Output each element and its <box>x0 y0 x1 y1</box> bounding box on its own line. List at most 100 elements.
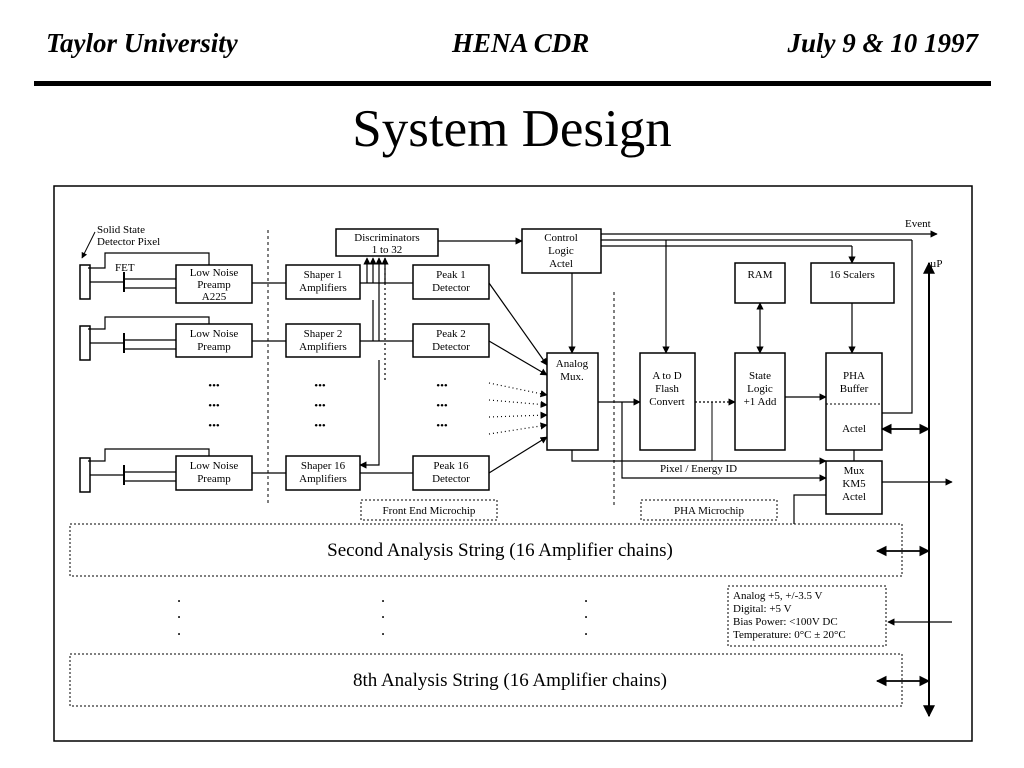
preamp-1-line2: Preamp <box>197 279 231 291</box>
state-logic-line1: State <box>749 370 771 382</box>
power-spec-analog: Analog +5, +/-3.5 V <box>733 590 823 602</box>
preamp-1-line3: A225 <box>202 291 227 303</box>
header-rule <box>34 81 991 86</box>
discriminators-line2: 1 to 32 <box>372 244 403 256</box>
vertical-ellipsis: • • • • • • • • • <box>178 597 588 639</box>
front-end-label-box <box>360 499 498 521</box>
pha-actel-label: Actel <box>842 423 866 435</box>
preamp-16-line2: Preamp <box>197 473 231 485</box>
state-logic-line3: +1 Add <box>744 396 777 408</box>
mux-km5-line3: Actel <box>842 491 866 503</box>
state-logic-line2: Logic <box>747 383 773 395</box>
scalers-label: 16 Scalers <box>829 269 875 281</box>
peak-16-line1: Peak 16 <box>433 460 469 472</box>
shaper-16-line2: Amplifiers <box>299 473 347 485</box>
peak-to-mux-lines <box>488 282 548 474</box>
header-institution: Taylor University <box>46 28 238 58</box>
mux-km5-line2: KM5 <box>842 478 866 490</box>
pha-buffer-box <box>825 352 883 451</box>
pixel-energy-line <box>571 450 827 465</box>
page-title: System Design <box>352 100 672 158</box>
analog-mux-line2: Mux. <box>560 371 584 383</box>
discriminator-feed-lines <box>359 257 389 469</box>
front-end-label: Front End Microchip <box>383 505 476 517</box>
adc-line3: Convert <box>649 396 684 408</box>
up-label: µP <box>930 258 942 270</box>
control-logic-line1: Control <box>544 232 578 244</box>
preamp-2-line2: Preamp <box>197 341 231 353</box>
ellipsis-shaper-3: ••• <box>314 420 326 432</box>
ellipsis-preamp-3: ••• <box>208 420 220 432</box>
detector-pointer-arrow <box>81 231 96 259</box>
detector-pixel-2 <box>79 325 91 361</box>
ellipsis-shaper-2: ••• <box>314 400 326 412</box>
pha-microchip-label: PHA Microchip <box>674 505 744 517</box>
pha-buffer-line2: Buffer <box>840 383 869 395</box>
pha-microchip-label-box <box>640 499 778 521</box>
mux-km5-to-string <box>793 494 826 524</box>
shaper-1-line1: Shaper 1 <box>304 269 343 281</box>
preamp-1-line1: Low Noise <box>190 267 239 279</box>
shaper-2-line2: Amplifiers <box>299 341 347 353</box>
analog-mux-line1: Analog <box>556 358 589 370</box>
control-logic-box <box>521 228 602 274</box>
power-spec-digital: Digital: +5 V <box>733 603 792 615</box>
peak-box-1 <box>412 264 490 300</box>
peak-16-line2: Detector <box>432 473 470 485</box>
control-logic-line2: Logic <box>548 245 574 257</box>
peak-box-2 <box>412 323 490 358</box>
vdot-3c: • <box>585 630 588 639</box>
header-date: July 9 & 10 1997 <box>787 28 978 58</box>
state-logic-box <box>734 352 786 451</box>
shaper-2-line1: Shaper 2 <box>304 328 343 340</box>
ellipsis-peak-1: ••• <box>436 380 448 392</box>
detector-label-line1: Solid State <box>97 224 145 236</box>
vdot-1a: • <box>178 597 181 606</box>
ram-label: RAM <box>747 269 772 281</box>
preamp-box-1 <box>175 264 253 304</box>
vdot-3b: • <box>585 613 588 622</box>
peak-1-line1: Peak 1 <box>436 269 466 281</box>
diagram-frame <box>53 185 973 742</box>
shaper-16-line1: Shaper 16 <box>301 460 346 472</box>
pixel-energy-label: Pixel / Energy ID <box>660 463 737 475</box>
peak-2-line1: Peak 2 <box>436 328 466 340</box>
power-spec-temperature: Temperature: 0°C ± 20°C <box>733 629 846 641</box>
power-specs-box <box>727 585 887 647</box>
eighth-string-label: 8th Analysis String (16 Amplifier chains… <box>353 670 667 691</box>
event-label: Event <box>905 218 931 230</box>
ellipsis-shaper-1: ••• <box>314 380 326 392</box>
fet-circuit-1 <box>88 252 210 292</box>
preamp-2-line1: Low Noise <box>190 328 239 340</box>
shaper-box-1 <box>285 264 361 300</box>
adc-line2: Flash <box>655 383 679 395</box>
vdot-2b: • <box>382 613 385 622</box>
vdot-1b: • <box>178 613 181 622</box>
vdot-3a: • <box>585 597 588 606</box>
adc-line1: A to D <box>652 370 681 382</box>
ellipsis-peak-3: ••• <box>436 420 448 432</box>
detector-pixel-1 <box>79 264 91 300</box>
fet-label: FET <box>115 262 135 274</box>
vdot-2a: • <box>382 597 385 606</box>
pha-buffer-line1: PHA <box>843 370 865 382</box>
vdot-1c: • <box>178 630 181 639</box>
vdot-2c: • <box>382 630 385 639</box>
detector-label-line2: Detector Pixel <box>97 236 160 248</box>
header-event: HENA CDR <box>452 28 590 58</box>
control-distribution-lines <box>601 239 913 414</box>
ellipsis-preamp-2: ••• <box>208 400 220 412</box>
ellipsis-peak-2: ••• <box>436 400 448 412</box>
power-spec-bias: Bias Power: <100V DC <box>733 616 838 628</box>
adc-feedback-line <box>621 402 827 482</box>
fet-circuit-2 <box>88 316 210 353</box>
discriminators-box <box>335 228 439 257</box>
ellipsis-preamp-1: ••• <box>208 380 220 392</box>
control-logic-line3: Actel <box>549 258 573 270</box>
preamp-16-line1: Low Noise <box>190 460 239 472</box>
second-string-label: Second Analysis String (16 Amplifier cha… <box>327 540 673 561</box>
mux-km5-line1: Mux <box>844 465 865 477</box>
detector-pixel-16 <box>79 457 91 493</box>
fet-circuit-16 <box>88 448 210 485</box>
